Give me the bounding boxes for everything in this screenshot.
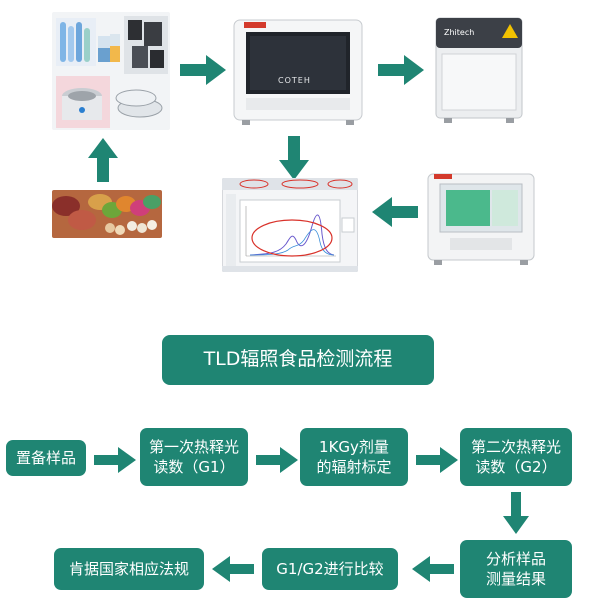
- step-dose-calibration: 1KGy剂量 的辐射标定: [300, 428, 408, 486]
- step-compare-ratio: G1/G2进行比较: [262, 548, 398, 590]
- arrow-up-icon: [88, 138, 118, 182]
- step-second-reading-label: 第二次热释光 读数（G2）: [470, 437, 561, 476]
- irradiator-brand-label: Zhitech: [444, 28, 475, 37]
- food-samples-photo: [52, 190, 162, 238]
- arrow-right-icon: [180, 55, 226, 85]
- step-second-reading: 第二次热释光 读数（G2）: [460, 428, 572, 486]
- step-prepare-sample: 置备样品: [6, 440, 86, 476]
- arrow-down-icon: [279, 136, 309, 180]
- step-analyze-results: 分析样品 测量结果: [460, 540, 572, 598]
- step-first-reading-label: 第一次热释光 读数（G1）: [148, 437, 239, 476]
- irradiator-device: Zhitech: [430, 14, 528, 126]
- page-title: TLD辐照食品检测流程: [162, 335, 434, 385]
- reader-brand-label: COTEH: [278, 76, 311, 85]
- sample-lab-photo: [52, 12, 170, 130]
- step-first-reading: 第一次热释光 读数（G1）: [140, 428, 248, 486]
- step-analyze-results-label: 分析样品 测量结果: [485, 549, 546, 588]
- step-compare-ratio-label: G1/G2进行比较: [276, 559, 384, 578]
- arrow-right-icon: [94, 447, 136, 473]
- tld-reader-device: COTEH: [232, 16, 364, 128]
- arrow-right-icon: [378, 55, 424, 85]
- arrow-right-icon: [416, 447, 458, 473]
- tld-analyzer-device: [426, 168, 536, 268]
- step-regulation-judgment: 肯据国家相应法规: [54, 548, 204, 590]
- step-prepare-label: 置备样品: [15, 448, 76, 467]
- arrow-right-icon: [256, 447, 298, 473]
- arrow-left-icon: [412, 556, 454, 582]
- step-dose-calibration-label: 1KGy剂量 的辐射标定: [316, 437, 392, 476]
- glow-curve-software-screenshot: [222, 178, 358, 272]
- step-regulation-judgment-label: 肯据国家相应法规: [68, 559, 189, 578]
- arrow-down-icon: [503, 492, 529, 534]
- arrow-left-icon: [212, 556, 254, 582]
- page-title-text: TLD辐照食品检测流程: [203, 348, 393, 371]
- arrow-left-icon: [372, 197, 418, 227]
